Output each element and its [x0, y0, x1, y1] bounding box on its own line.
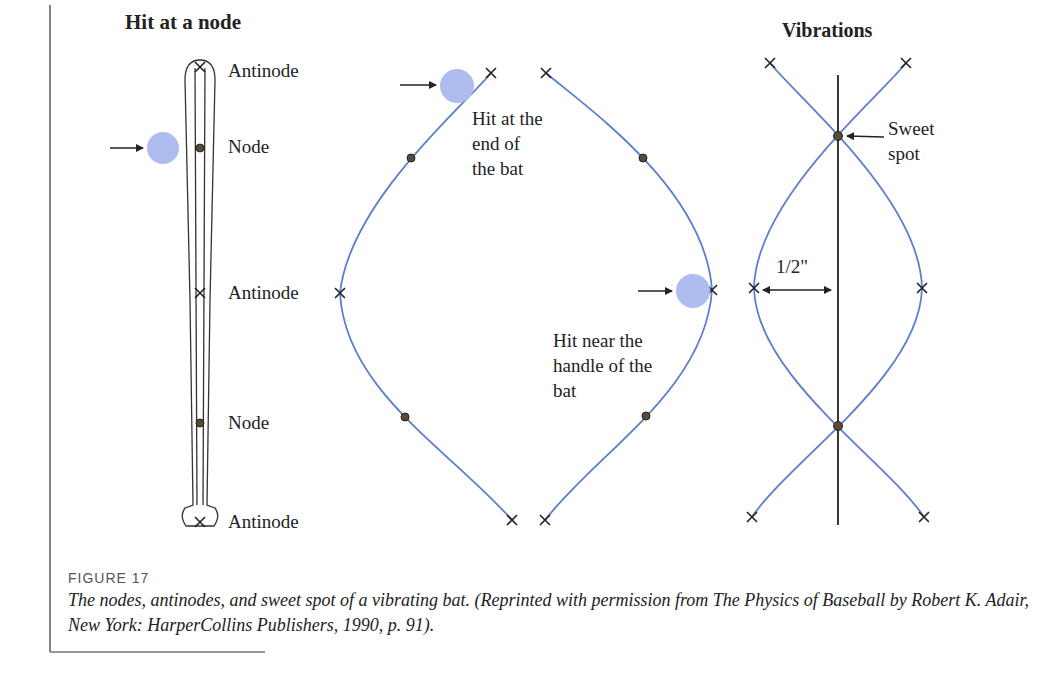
part-label: Node — [228, 134, 269, 159]
part-label: Antinode — [228, 280, 299, 305]
frame-line — [50, 5, 265, 652]
sweet-spot-arrow — [847, 136, 884, 137]
dimension-arrow — [763, 289, 831, 290]
impact-arrow — [400, 84, 436, 85]
node-dot — [834, 132, 843, 431]
ball — [676, 274, 710, 308]
dimension-label: 1/2" — [776, 254, 808, 279]
note-text: Hit at the end of the bat — [472, 106, 544, 181]
bent-bat-curve — [340, 73, 712, 520]
impact-arrow — [110, 147, 143, 148]
ball — [147, 132, 179, 164]
node-dot — [196, 144, 204, 427]
part-label: Antinode — [228, 58, 299, 83]
part-label: Node — [228, 410, 269, 435]
part-label: Antinode — [228, 509, 299, 534]
note-text: Hit near the handle of the bat — [553, 328, 653, 403]
ball — [440, 69, 474, 103]
antinode-mark — [335, 68, 717, 525]
figure-number: FIGURE 17 — [68, 566, 149, 591]
bat-outline — [182, 60, 218, 526]
panel-heading: Hit at a node — [125, 10, 241, 35]
antinode-mark — [195, 62, 205, 527]
figure-caption: The nodes, antinodes, and sweet spot of … — [68, 588, 1040, 638]
callout-text: Sweet spot — [888, 116, 958, 166]
impact-arrow — [638, 290, 672, 291]
node-dot — [401, 154, 650, 421]
panel-heading: Vibrations — [782, 18, 872, 43]
rest-axis — [837, 75, 839, 525]
